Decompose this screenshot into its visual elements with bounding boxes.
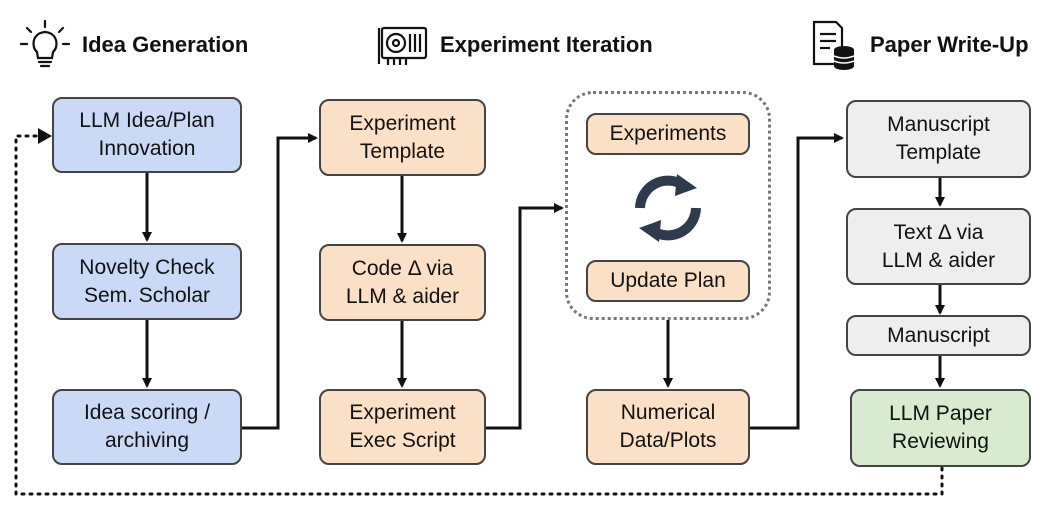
header-paper-write-up: Paper Write-Up	[806, 18, 1029, 72]
box-text-delta: Text Δ via LLM & aider	[846, 208, 1031, 285]
header-experiment-label: Experiment Iteration	[440, 32, 653, 57]
header-paper-label: Paper Write-Up	[870, 32, 1029, 57]
gpu-card-icon	[377, 26, 428, 65]
box-manuscript: Manuscript	[846, 315, 1031, 356]
feedback-loop-arrowhead	[38, 128, 52, 144]
box-idea-scoring: Idea scoring / archiving	[52, 389, 242, 465]
header-idea-generation: Idea Generation	[18, 18, 248, 72]
box-novelty-check: Novelty Check Sem. Scholar	[52, 243, 242, 320]
refresh-cycle-icon	[635, 174, 701, 242]
header-experiment-iteration: Experiment Iteration	[376, 18, 653, 72]
box-experiment-template: Experiment Template	[319, 99, 486, 176]
box-idea-plan-innovation: LLM Idea/Plan Innovation	[52, 97, 242, 173]
box-experiment-exec-script: Experiment Exec Script	[319, 389, 486, 465]
box-update-plan: Update Plan	[586, 260, 750, 302]
document-database-icon	[812, 20, 855, 70]
box-manuscript-template: Manuscript Template	[846, 100, 1031, 178]
box-llm-paper-reviewing: LLM Paper Reviewing	[850, 389, 1031, 467]
arrow-exec-to-loop	[486, 203, 564, 430]
header-idea-label: Idea Generation	[82, 32, 249, 57]
iteration-loop-group	[565, 91, 771, 320]
feedback-loop-line	[14, 134, 944, 496]
arrow-idea-to-experiment	[242, 133, 318, 430]
box-experiments: Experiments	[586, 113, 750, 155]
lightbulb-icon	[19, 19, 71, 68]
box-numerical-data-plots: Numerical Data/Plots	[586, 389, 750, 465]
box-code-delta: Code Δ via LLM & aider	[319, 244, 486, 321]
arrow-data-to-paper	[750, 133, 844, 430]
